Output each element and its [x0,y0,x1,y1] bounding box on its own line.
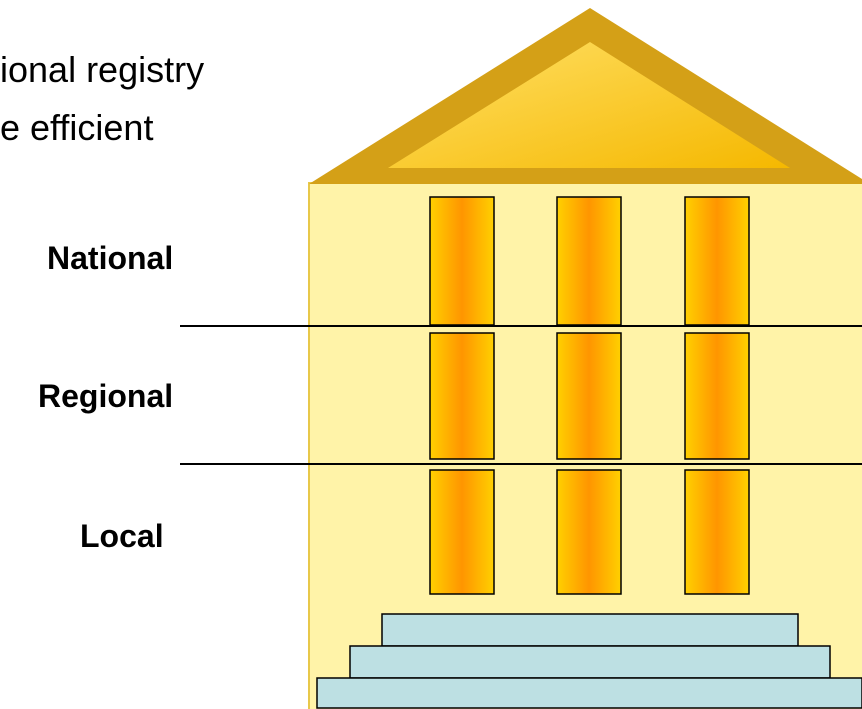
level-label-regional: Regional [38,378,174,414]
column-local-1 [429,469,495,595]
step-top [381,613,799,647]
column-regional-2 [556,332,622,460]
column-national-3 [684,196,750,326]
heading-line-1: ional registry [0,49,205,90]
column-local-2 [556,469,622,595]
step-middle [349,645,831,679]
column-national-2 [556,196,622,326]
roof-inner [388,42,790,168]
column-national-1 [429,196,495,326]
step-bottom [316,677,862,709]
heading-line-2: e efficient [0,107,154,148]
column-regional-1 [429,332,495,460]
level-label-national: National [47,240,174,276]
column-local-3 [684,469,750,595]
level-label-local: Local [80,518,164,554]
column-regional-3 [684,332,750,460]
